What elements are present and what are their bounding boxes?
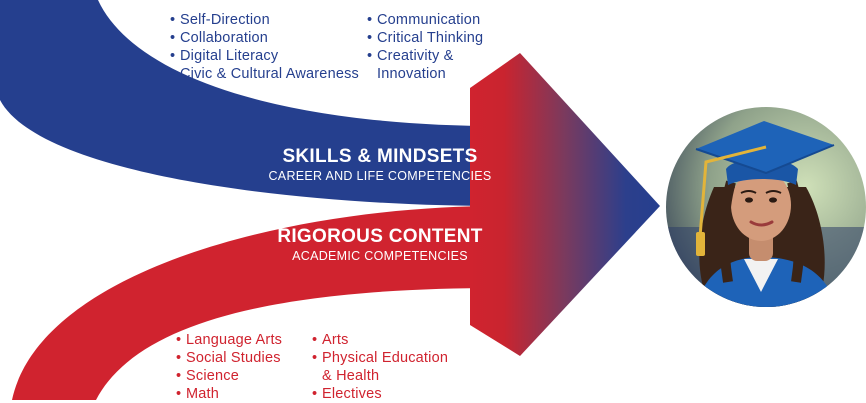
skills-band xyxy=(0,0,500,206)
skills-subtitle: CAREER AND LIFE COMPETENCIES xyxy=(268,169,492,183)
list-item: Creativity & xyxy=(367,47,483,65)
list-item: Critical Thinking xyxy=(367,29,483,47)
list-item: Collaboration xyxy=(170,29,359,47)
list-item: Digital Literacy xyxy=(170,47,359,65)
list-item: Arts xyxy=(312,331,448,349)
list-item: Communication xyxy=(367,11,483,29)
list-item: Math xyxy=(176,385,282,403)
list-item: Science xyxy=(176,367,282,385)
content-band xyxy=(12,206,500,400)
content-list-column-2: ArtsPhysical Education& HealthElectives xyxy=(312,331,448,403)
graduate-photo xyxy=(666,107,866,307)
graduate-illustration xyxy=(666,107,866,307)
arrow-head xyxy=(470,53,660,356)
list-item: Electives xyxy=(312,385,448,403)
list-item: Physical Education xyxy=(312,349,448,367)
skills-list-column-2: CommunicationCritical ThinkingCreativity… xyxy=(367,11,483,83)
list-item: Innovation xyxy=(377,66,446,82)
list-item: Civic & Cultural Awareness xyxy=(170,65,359,83)
list-item: Language Arts xyxy=(176,331,282,349)
list-item: & Health xyxy=(322,368,380,384)
skills-band-label: SKILLS & MINDSETS CAREER AND LIFE COMPET… xyxy=(262,146,498,183)
content-subtitle: ACADEMIC COMPETENCIES xyxy=(292,249,468,263)
content-list-column-1: Language ArtsSocial StudiesScienceMath xyxy=(176,331,282,403)
skills-title: SKILLS & MINDSETS xyxy=(282,146,478,167)
content-title: RIGOROUS CONTENT xyxy=(277,226,483,247)
content-band-label: RIGOROUS CONTENT ACADEMIC COMPETENCIES xyxy=(262,226,498,263)
skills-list-column-1: Self-DirectionCollaborationDigital Liter… xyxy=(170,11,359,83)
list-item: Self-Direction xyxy=(170,11,359,29)
list-item: Social Studies xyxy=(176,349,282,367)
